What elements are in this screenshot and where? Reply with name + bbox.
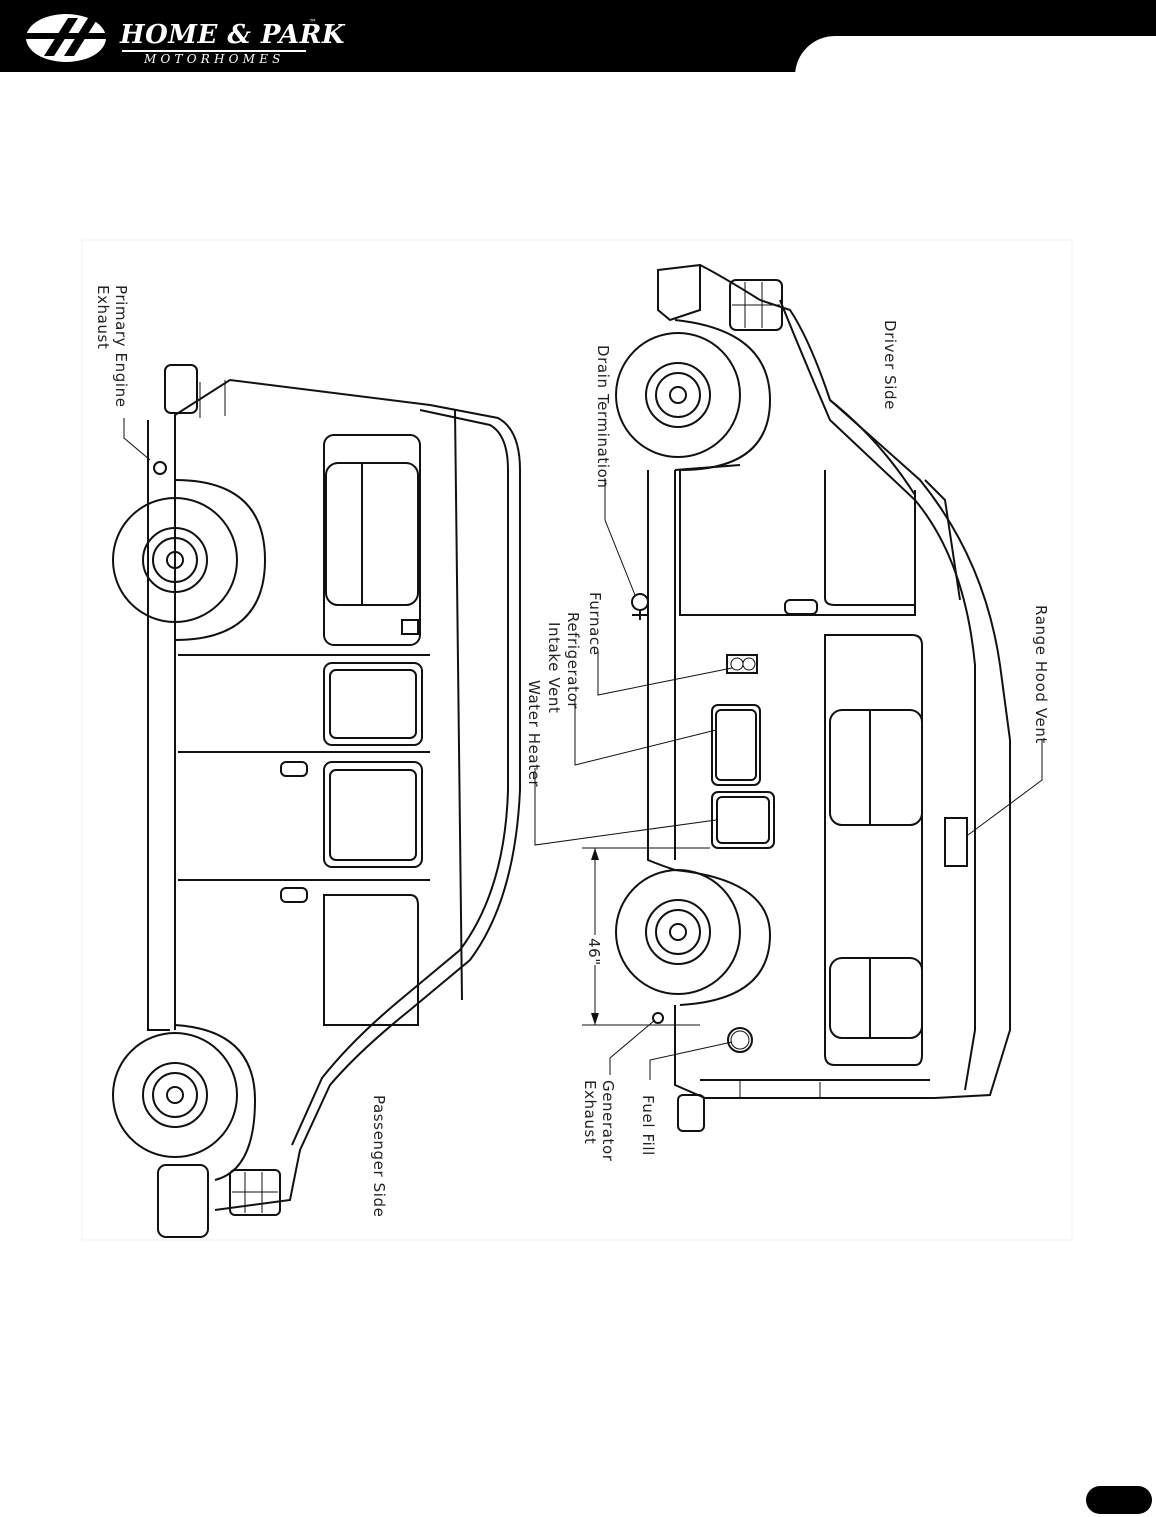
driver-side-van: [615, 263, 1011, 1132]
passenger-side-van: [112, 364, 521, 1238]
trademark-mark: ™: [309, 18, 317, 27]
label-furnace: Furnace: [586, 592, 604, 656]
brand-subtitle: MOTORHOMES: [144, 52, 285, 66]
brand-underline: [122, 50, 306, 52]
label-refrigerator-line2: Intake Vent: [545, 622, 563, 713]
label-refrigerator-line1: Refrigerator: [564, 612, 582, 709]
label-passenger-side: Passenger Side: [370, 1095, 388, 1217]
label-dimension-46: 46": [585, 938, 603, 966]
brand-logo: HOME & PARK ™ MOTORHOMES: [24, 6, 344, 68]
page-number-pill: [1086, 1486, 1152, 1514]
leader-lines: [534, 478, 1043, 1080]
brand-name: HOME & PARK: [120, 20, 345, 50]
label-generator-line2: Exhaust: [581, 1080, 599, 1144]
logo-mark-icon: [26, 14, 108, 62]
label-primary-engine-line2: Exhaust: [94, 285, 112, 349]
label-drain-termination: Drain Termination: [594, 345, 612, 489]
label-primary-engine-line1: Primary Engine: [112, 285, 130, 408]
label-water-heater: Water Heater: [525, 680, 543, 788]
header-tab-shape: [795, 36, 1156, 76]
label-fuel-fill: Fuel Fill: [639, 1095, 657, 1156]
label-driver-side: Driver Side: [881, 320, 899, 410]
label-range-hood-vent: Range Hood Vent: [1032, 605, 1050, 744]
label-generator-line1: Generator: [599, 1080, 617, 1162]
